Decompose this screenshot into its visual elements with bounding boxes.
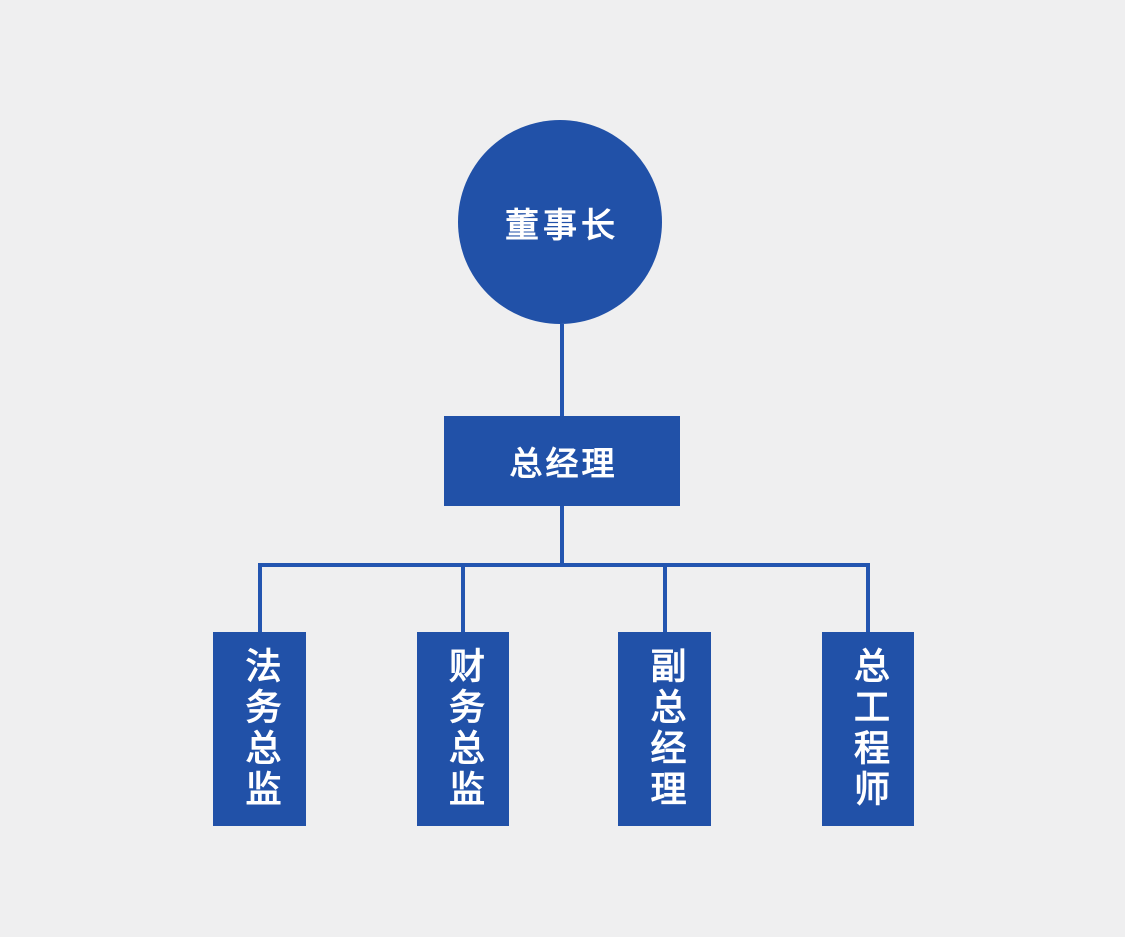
node-chairman: 董事长 [458, 120, 662, 324]
connector-drop-chief-engineer [866, 567, 870, 632]
node-legal-director-label: 法务总监 [239, 647, 281, 811]
node-deputy-gm: 副总经理 [618, 632, 711, 826]
node-finance-director: 财务总监 [417, 632, 509, 826]
connector-drop-legal-director [258, 567, 262, 632]
node-finance-director-label: 财务总监 [443, 647, 484, 811]
node-deputy-gm-label: 副总经理 [644, 647, 686, 811]
node-general-manager-label: 总经理 [509, 444, 618, 483]
node-general-manager: 总经理 [444, 416, 680, 506]
node-chief-engineer: 总工程师 [822, 632, 914, 826]
node-chairman-label: 董事长 [505, 205, 619, 246]
connector-drop-finance-director [461, 567, 465, 632]
node-legal-director: 法务总监 [213, 632, 306, 826]
connector-branch-horizontal [258, 563, 870, 567]
connector-drop-deputy-gm [663, 567, 667, 632]
connector-chairman-to-gm [560, 324, 564, 416]
node-chief-engineer-label: 总工程师 [848, 647, 889, 811]
connector-gm-to-branch [560, 506, 564, 564]
